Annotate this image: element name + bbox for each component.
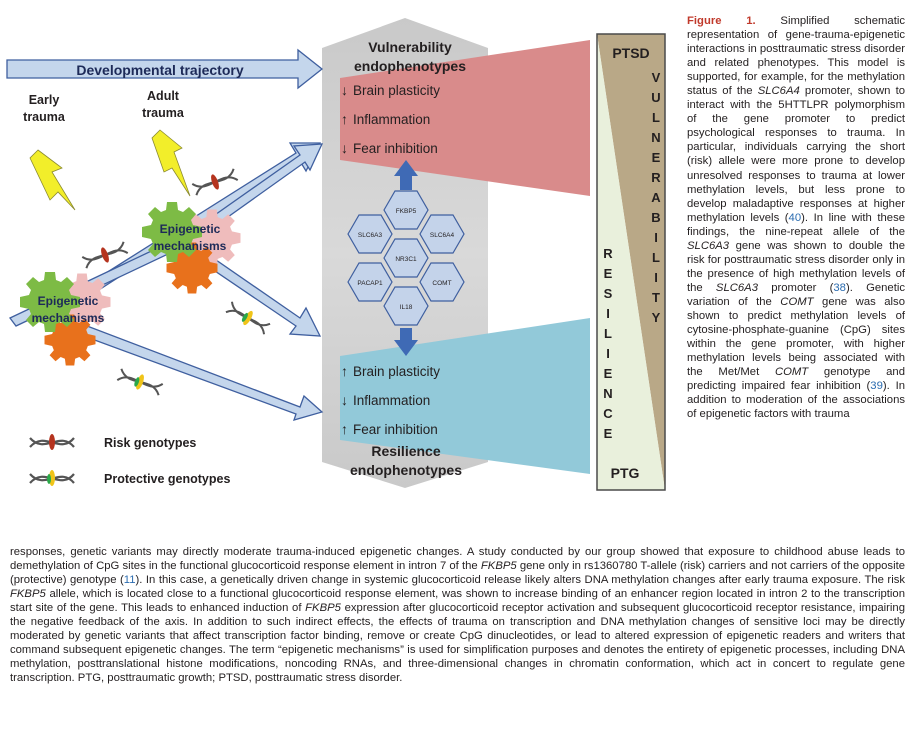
figure-caption-part-1: Figure 1. Simplified schematic represent…	[687, 14, 905, 421]
early-epigenetic-label-1: Epigenetic	[38, 294, 99, 308]
resilience-letter: I	[606, 346, 610, 361]
vulnerability-letter: A	[651, 190, 661, 205]
vulnerability-letter: V	[652, 70, 661, 85]
protective-genotype-dna-icon	[29, 470, 75, 486]
resilience-wedge	[597, 34, 665, 490]
hex-up-arrow	[394, 160, 418, 190]
resilience-title-2: endophenotypes	[350, 462, 462, 478]
vuln-item-1-arrow: ↓	[341, 82, 348, 98]
vulnerability-letter: Y	[652, 310, 661, 325]
vulnerability-letter: T	[652, 290, 660, 305]
gene-comt: COMT	[432, 280, 451, 287]
vulnerability-title-1: Vulnerability	[368, 39, 452, 55]
vulnerability-letter: E	[652, 150, 661, 165]
vulnerability-title-2: endophenotypes	[354, 58, 466, 74]
res-item-1-label: Brain plasticity	[353, 364, 440, 379]
res-item-2-label: Inflammation	[353, 393, 430, 408]
gene-fkbp5: FKBP5	[396, 208, 417, 215]
developmental-trajectory-arrow	[6, 48, 324, 90]
figure-schematic: Developmental trajectory Early trauma Ad…	[6, 18, 666, 491]
ptg-label: PTG	[611, 465, 640, 481]
resilience-letter: C	[603, 406, 613, 421]
vulnerability-letter: L	[652, 250, 660, 265]
resilience-letter: I	[606, 306, 610, 321]
vuln-item-2-label: Inflammation	[353, 112, 430, 127]
early-trauma-label-1: Early	[29, 93, 60, 107]
adult-epigenetic-label-1: Epigenetic	[160, 222, 221, 236]
adult-trauma-label-2: trauma	[142, 106, 185, 120]
resilience-letter: S	[604, 286, 613, 301]
gene-slc6a3: SLC6A3	[358, 232, 383, 239]
vulnerability-panel	[340, 40, 590, 196]
vulnerability-letter: I	[654, 270, 658, 285]
early-trauma-label-2: trauma	[23, 110, 66, 124]
early-to-resilience-arrow	[61, 317, 324, 421]
vuln-item-3-label: Fear inhibition	[353, 141, 438, 156]
resilience-letter: L	[604, 326, 612, 341]
vuln-item-3-arrow: ↓	[341, 140, 348, 156]
vulnerability-letter: B	[651, 210, 660, 225]
resilience-letter: R	[603, 246, 613, 261]
adult-epigenetic-label-2: mechanisms	[154, 239, 227, 253]
vulnerability-letter: N	[651, 130, 660, 145]
figure-caption-part-2: responses, genetic variants may directly…	[10, 546, 906, 685]
resilience-letter: N	[603, 386, 612, 401]
gene-pacap1: PACAP1	[357, 280, 383, 287]
resilience-letter: E	[604, 426, 613, 441]
res-item-3-arrow: ↑	[341, 421, 348, 437]
vulnerability-letter: L	[652, 110, 660, 125]
res-item-2-arrow: ↓	[341, 392, 348, 408]
gene-il18: IL18	[400, 304, 413, 311]
legend-protective-label: Protective genotypes	[104, 472, 230, 486]
risk-genotype-dna-icon	[29, 434, 75, 450]
gene-nr3c1: NR3C1	[395, 256, 417, 263]
legend-risk-label: Risk genotypes	[104, 436, 196, 450]
vuln-item-2-arrow: ↑	[341, 111, 348, 127]
vulnerability-letter: I	[654, 230, 658, 245]
adult-trauma-lightning	[151, 129, 191, 197]
resilience-letter: E	[604, 366, 613, 381]
adult-trauma-label-1: Adult	[147, 89, 180, 103]
early-epigenetic-label-2: mechanisms	[32, 311, 105, 325]
gene-slc6a4: SLC6A4	[430, 232, 455, 239]
developmental-trajectory-label: Developmental trajectory	[76, 62, 243, 78]
res-item-3-label: Fear inhibition	[353, 422, 438, 437]
res-item-1-arrow: ↑	[341, 363, 348, 379]
resilience-title-1: Resilience	[371, 443, 440, 459]
hex-down-arrow	[394, 328, 418, 356]
figure-label: Figure 1.	[687, 15, 756, 27]
vulnerability-letter: U	[651, 90, 660, 105]
ptsd-label: PTSD	[612, 45, 649, 61]
resilience-panel	[340, 318, 590, 474]
vuln-item-1-label: Brain plasticity	[353, 83, 440, 98]
early-trauma-lightning	[29, 149, 76, 211]
resilience-letter: E	[604, 266, 613, 281]
dna-helix-icons	[81, 168, 271, 396]
vulnerability-letter: R	[651, 170, 661, 185]
caption-text-right: Simplified schematic representation of g…	[687, 15, 906, 421]
